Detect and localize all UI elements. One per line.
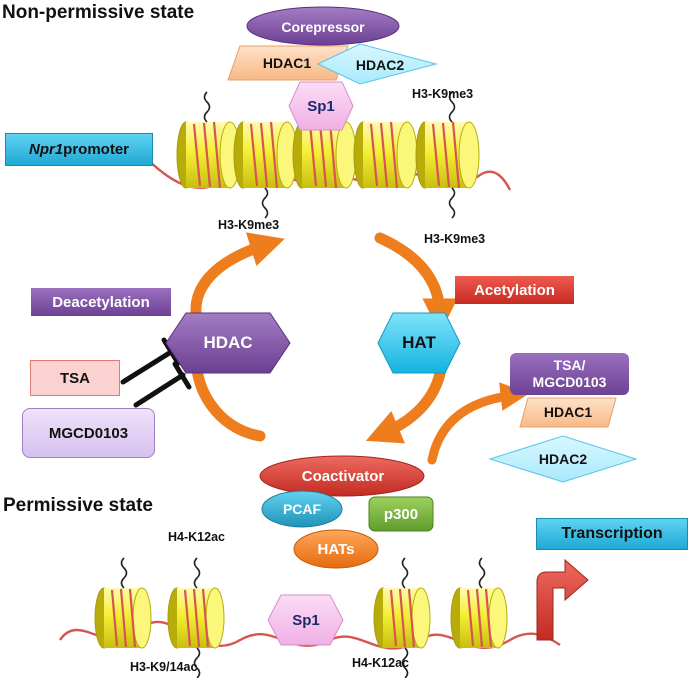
histone-tail-top-4 <box>448 187 456 219</box>
hats-shape <box>293 529 379 569</box>
npr1-promoter-label: Npr1 promoter <box>5 133 153 166</box>
transcription-label: Transcription <box>536 518 688 550</box>
hdac2-label-right: HDAC2 <box>538 451 588 467</box>
sp1-shape-top <box>288 81 354 131</box>
p300-shape <box>368 496 434 532</box>
non-permissive-state-title: Non-permissive state <box>2 2 195 23</box>
nucleosome-top-5 <box>415 121 480 189</box>
nucleosome-bottom-1 <box>94 587 152 649</box>
mark-h3k9me3-below-left: H3-K9me3 <box>218 218 280 232</box>
pcaf-label: PCAF <box>282 501 322 517</box>
mark-h4k12ac-upper: H4-K12ac <box>168 530 225 544</box>
mgcd0103-inhibitor-box: MGCD0103 <box>22 408 155 458</box>
permissive-state-title: Permissive state <box>3 495 153 516</box>
inhibition-bar-mgcd <box>133 361 192 408</box>
histone-tail-bottom-1 <box>120 557 128 589</box>
pcaf-shape <box>261 490 343 528</box>
histone-tail-bottom-4 <box>401 557 409 589</box>
nucleosome-top-4 <box>353 121 418 189</box>
hdac2-shape-right <box>488 435 638 483</box>
sp1-shape-bottom <box>267 594 344 646</box>
nucleosome-bottom-2 <box>167 587 225 649</box>
tsa-inhibitor-box: TSA <box>30 360 120 396</box>
mgcd0103-label: MGCD0103 <box>48 424 129 442</box>
acetylation-label: Acetylation <box>455 276 574 304</box>
corepressor-label: Corepressor <box>281 19 365 35</box>
hdac1-shape-right <box>519 397 617 428</box>
nucleosome-top-3 <box>292 121 357 189</box>
tsa-mgcd0103-box: TSA/ MGCD0103 <box>510 353 629 395</box>
coactivator-shape <box>259 455 425 497</box>
histone-tail-top-3 <box>261 187 269 219</box>
tsa-mgcd-line2: MGCD0103 <box>532 374 607 390</box>
mark-h3k9me3-top-right: H3-K9me3 <box>412 87 474 101</box>
coactivator-label: Coactivator <box>301 467 385 485</box>
nucleosome-bottom-4 <box>450 587 508 649</box>
nucleosome-top-2 <box>233 121 298 189</box>
hdac2-shape-top <box>316 43 438 85</box>
corepressor-shape <box>246 6 400 46</box>
hat-center-label: HAT <box>402 333 436 352</box>
hdac2-label-top: HDAC2 <box>355 57 405 73</box>
arrow-cycle-right-top <box>374 232 458 334</box>
sp1-label-bottom: Sp1 <box>292 611 320 629</box>
hdac-center-label: HDAC <box>203 333 253 352</box>
histone-tail-bottom-2 <box>193 557 201 589</box>
tsa-mgcd-line1: TSA/ <box>553 357 586 373</box>
deacetylation-label: Deacetylation <box>31 288 171 316</box>
arrow-cycle-left-top <box>190 232 285 318</box>
hdac1-label-top: HDAC1 <box>262 55 312 71</box>
hdac-center-shape <box>165 312 291 374</box>
promoter-gene-name: Npr1 <box>28 141 64 158</box>
histone-tail-bottom-6 <box>478 557 486 589</box>
arrow-to-inhibitor-complex <box>427 382 530 465</box>
nucleosome-top-1 <box>176 121 241 189</box>
mark-h3k9-14ac: H3-K9/14ac <box>130 660 198 674</box>
histone-tail-top-1 <box>203 91 211 123</box>
histone-tail-top-2 <box>448 91 456 123</box>
histone-tail-bottom-3 <box>193 647 201 679</box>
hats-label: HATs <box>317 540 355 558</box>
hat-center-shape <box>377 312 461 374</box>
nucleosome-bottom-3 <box>373 587 431 649</box>
sp1-label-top: Sp1 <box>307 97 335 115</box>
hdac1-label-right: HDAC1 <box>543 404 593 420</box>
histone-tail-bottom-5 <box>401 647 409 679</box>
hdac1-shape-top <box>227 45 349 81</box>
promoter-word: promoter <box>63 141 130 158</box>
p300-label: p300 <box>383 505 419 523</box>
transcription-arrow-icon <box>536 558 589 641</box>
mark-h4k12ac-lower: H4-K12ac <box>352 656 409 670</box>
mark-h3k9me3-below-right: H3-K9me3 <box>424 232 486 246</box>
